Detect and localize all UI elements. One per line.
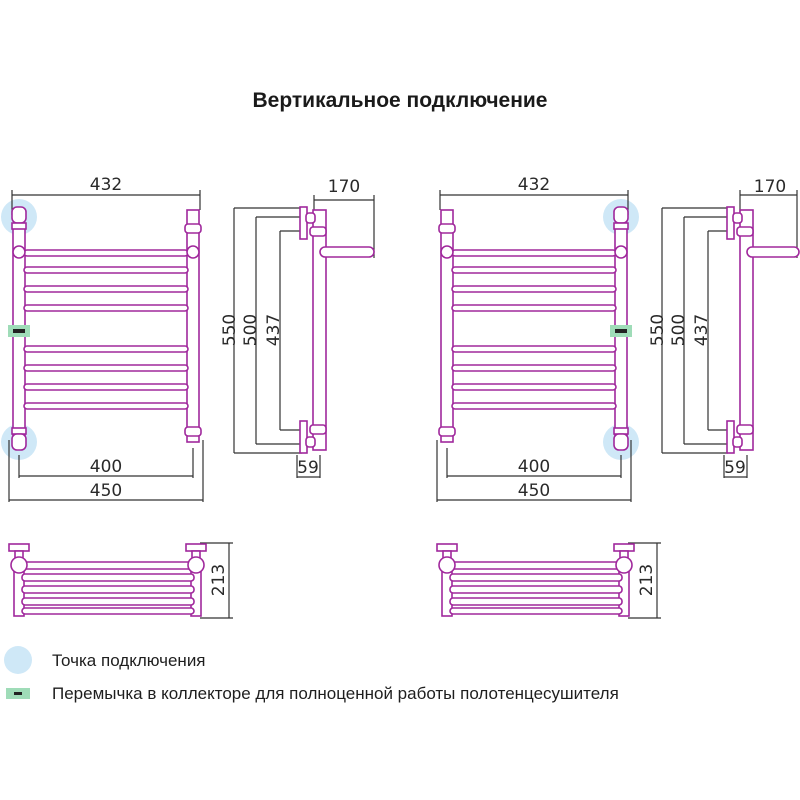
- jumper-icon: [6, 688, 30, 699]
- jumper-mark: [13, 329, 25, 333]
- legend-label-connection-point: Точка подключения: [52, 651, 206, 670]
- dim-bottom-offset: 59: [724, 458, 746, 478]
- dim-bottom-outer: 450: [518, 481, 550, 501]
- dim-height-inner: 437: [692, 314, 712, 346]
- dim-top-depth: 213: [209, 564, 229, 596]
- dim-depth: 170: [754, 177, 786, 197]
- dim-height-inner: 437: [264, 314, 284, 346]
- dim-bottom-outer: 450: [90, 481, 122, 501]
- dim-bottom-offset: 59: [297, 458, 319, 478]
- dim-height-mid: 500: [241, 314, 261, 346]
- dim-bottom-inner: 400: [90, 457, 122, 477]
- dim-top-depth: 213: [637, 564, 657, 596]
- dim-height-mid: 500: [669, 314, 689, 346]
- diagram-title: Вертикальное подключение: [252, 89, 548, 112]
- jumper-mark: [615, 329, 627, 333]
- top-view-left: 213: [8, 542, 233, 619]
- dim-depth: 170: [328, 177, 360, 197]
- top-view-right: 213: [436, 542, 661, 619]
- dim-bottom-inner: 400: [518, 457, 550, 477]
- front-view-left: 432 400 450: [1, 175, 204, 502]
- dim-height-outer: 550: [648, 314, 668, 346]
- side-view-left: 170 550 500 437 59: [220, 177, 375, 478]
- connection-point-icon: [4, 646, 32, 674]
- front-view-right: 432 400 450: [436, 175, 639, 502]
- dim-top-width: 432: [518, 175, 550, 195]
- legend-label-jumper: Перемычка в коллекторе для полноценной р…: [52, 684, 619, 703]
- side-view-right: 170 550 500 437 59: [648, 177, 800, 478]
- dim-top-width: 432: [90, 175, 122, 195]
- dim-height-outer: 550: [220, 314, 240, 346]
